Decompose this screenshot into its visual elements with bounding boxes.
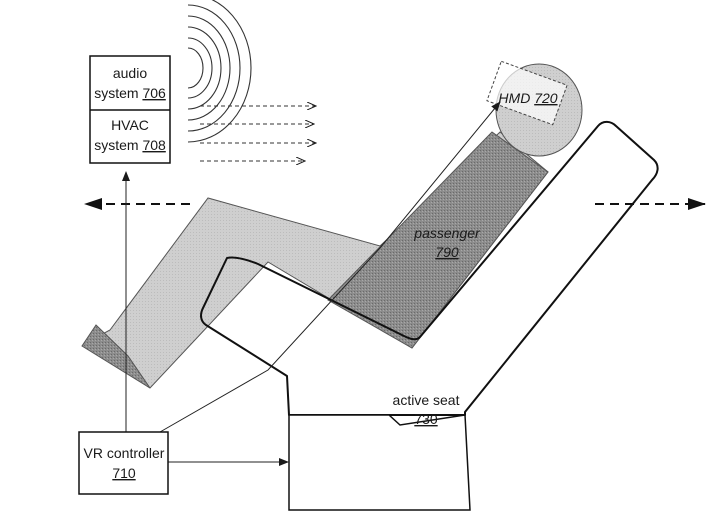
- seat-ref: 730: [414, 411, 438, 427]
- passenger-feet: [81, 324, 151, 389]
- hmd-label-group: HMD 720: [498, 90, 557, 106]
- audio-hvac-box: [89, 55, 171, 164]
- passenger-ref: 790: [435, 244, 459, 260]
- hvac-name-line2: system: [94, 137, 138, 153]
- airflow-arrows: [200, 106, 316, 161]
- audio-name-line1: audio: [113, 65, 147, 81]
- hvac-ref: 708: [142, 137, 166, 153]
- vr-controller-box: [78, 431, 169, 495]
- hvac-name-line1: HVAC: [111, 117, 149, 133]
- passenger-name: passenger: [413, 225, 481, 241]
- hmd-name: HMD: [498, 90, 530, 106]
- sound-waves: [187, 0, 252, 143]
- controller-to-hmd-line: [159, 101, 501, 433]
- audio-name-line2: system: [94, 85, 138, 101]
- seat-base: [288, 414, 471, 511]
- audio-name-line2-group: system 706: [94, 85, 166, 101]
- hmd-ref: 720: [534, 90, 558, 106]
- seat-cushion-outline: [200, 120, 659, 416]
- controller-name: VR controller: [84, 445, 165, 461]
- hmd-box: [486, 60, 568, 126]
- audio-ref: 706: [142, 85, 166, 101]
- controller-ref: 710: [112, 465, 136, 481]
- hvac-name-line2-group: system 708: [94, 137, 166, 153]
- signal-lines: [122, 101, 501, 466]
- seat-name: active seat: [393, 392, 460, 408]
